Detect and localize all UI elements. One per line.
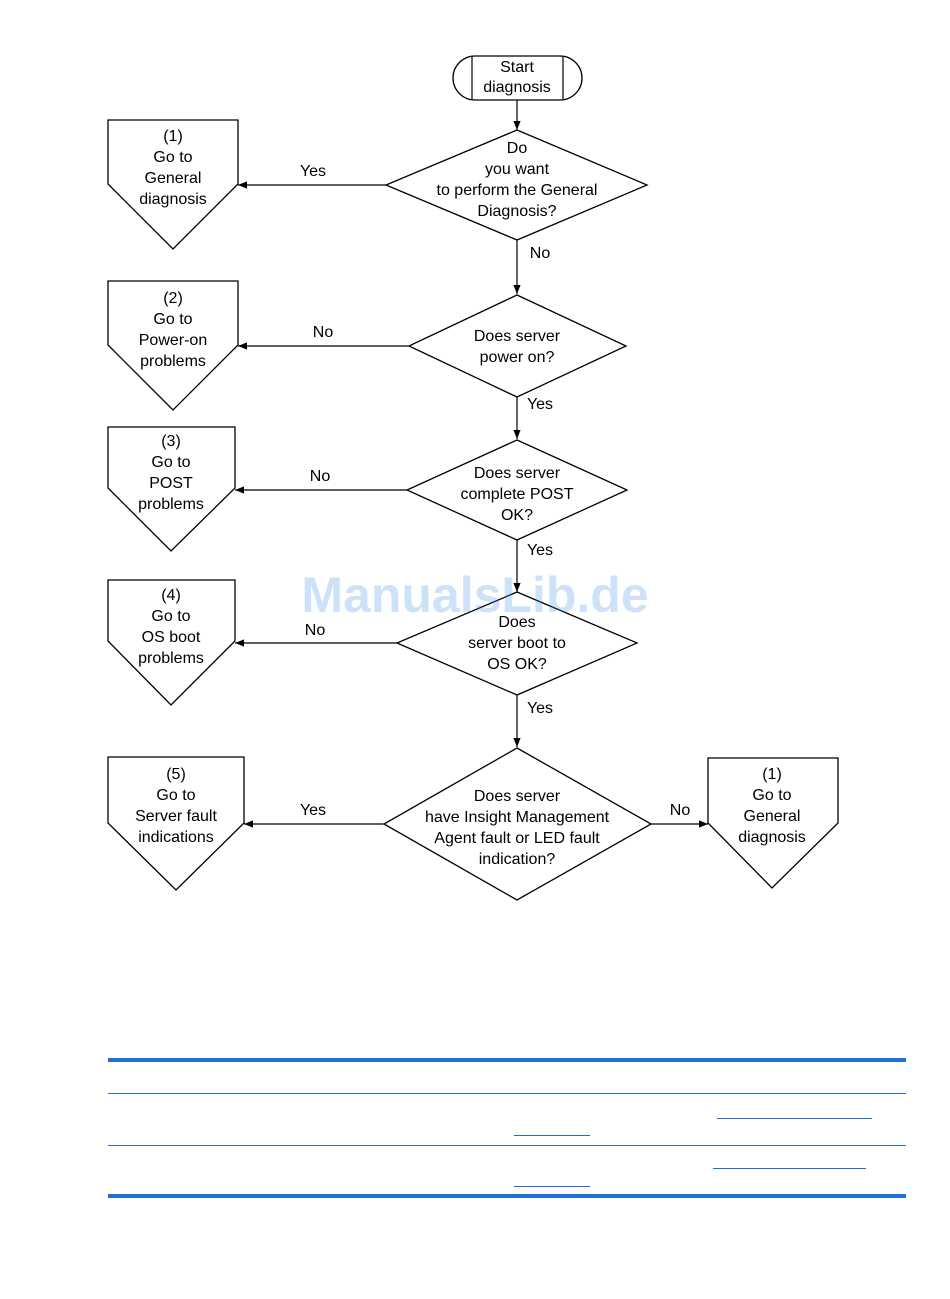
edge-label-d4-yes: Yes: [527, 700, 553, 717]
edge-labels: Yes No No Yes No Yes No Yes Yes No: [300, 163, 690, 819]
offpage-3-text: (3): [161, 433, 181, 450]
offpage-6-text: diagnosis: [738, 829, 806, 846]
offpage-1-text: General: [145, 170, 202, 187]
table-row-rule: [108, 1145, 906, 1146]
offpage-1-general-diagnosis: (1) Go to General diagnosis: [107, 119, 239, 250]
decision-5-text: Does server: [474, 788, 561, 805]
decision-3-text: complete POST: [461, 486, 574, 503]
edge-label-d5-yes: Yes: [300, 802, 326, 819]
flowchart: Start diagnosis Do you want to perform t…: [107, 55, 839, 901]
decision-2: Does server power on?: [407, 294, 628, 398]
offpage-3-text: problems: [138, 496, 204, 513]
decision-1-text: you want: [485, 161, 550, 178]
start-terminator: Start diagnosis: [452, 55, 583, 101]
decision-3-text: OK?: [501, 507, 533, 524]
offpage-4-text: OS boot: [142, 629, 201, 646]
offpage-5-server-fault: (5) Go to Server fault indications: [107, 756, 245, 891]
edge-label-d5-no: No: [670, 802, 691, 819]
decision-1-text: Do: [507, 140, 528, 157]
decision-1-text: Diagnosis?: [477, 203, 556, 220]
offpage-3-text: Go to: [151, 454, 190, 471]
offpage-5-text: Server fault: [135, 808, 217, 825]
offpage-6-general-diagnosis: (1) Go to General diagnosis: [707, 757, 839, 889]
table-link-underline[interactable]: [717, 1118, 872, 1119]
connectors: [235, 100, 708, 828]
offpage-3-post: (3) Go to POST problems: [107, 426, 236, 552]
offpage-4-text: Go to: [151, 608, 190, 625]
start-label-line2: diagnosis: [483, 79, 551, 96]
decision-1: Do you want to perform the General Diagn…: [384, 129, 649, 241]
decision-4-text: server boot to: [468, 635, 566, 652]
decision-1-text: to perform the General: [437, 182, 598, 199]
table-bottom-rule: [108, 1194, 906, 1198]
decision-5: Does server have Insight Management Agen…: [382, 747, 653, 901]
decision-5-text: indication?: [479, 851, 556, 868]
decision-5-text: Agent fault or LED fault: [434, 830, 600, 847]
decision-2-text: Does server: [474, 328, 561, 345]
offpage-5-text: (5): [166, 766, 186, 783]
offpage-4-text: (4): [161, 587, 181, 604]
table-link-underline[interactable]: [514, 1186, 590, 1187]
decision-3: Does server complete POST OK?: [405, 439, 629, 541]
offpage-1-text: Go to: [153, 149, 192, 166]
offpage-1-text: diagnosis: [139, 191, 207, 208]
edge-label-d1-yes: Yes: [300, 163, 326, 180]
offpage-6-text: (1): [762, 766, 782, 783]
offpage-1-text: (1): [163, 128, 183, 145]
decision-4-text: Does: [498, 614, 535, 631]
edge-label-d1-no: No: [530, 245, 551, 262]
edge-label-d4-no: No: [305, 622, 326, 639]
offpage-4-os-boot: (4) Go to OS boot problems: [107, 579, 236, 706]
offpage-6-text: Go to: [752, 787, 791, 804]
offpage-2-text: problems: [140, 353, 206, 370]
decision-3-text: Does server: [474, 465, 561, 482]
offpage-3-text: POST: [149, 475, 193, 492]
edge-label-d3-no: No: [310, 468, 331, 485]
decision-4-text: OS OK?: [487, 656, 547, 673]
table-header-rule: [108, 1093, 906, 1094]
edge-label-d3-yes: Yes: [527, 542, 553, 559]
offpage-5-text: Go to: [156, 787, 195, 804]
decision-4: Does server boot to OS OK?: [395, 591, 639, 696]
offpage-2-text: (2): [163, 290, 183, 307]
table-link-underline[interactable]: [514, 1135, 590, 1136]
decision-2-text: power on?: [480, 349, 555, 366]
offpage-6-text: General: [744, 808, 801, 825]
decision-5-text: have Insight Management: [425, 809, 610, 826]
offpage-4-text: problems: [138, 650, 204, 667]
edge-label-d2-yes: Yes: [527, 396, 553, 413]
offpage-2-power-on: (2) Go to Power-on problems: [107, 280, 239, 411]
table-link-underline[interactable]: [713, 1168, 866, 1169]
start-label-line1: Start: [500, 59, 534, 76]
offpage-2-text: Power-on: [139, 332, 207, 349]
table-top-rule: [108, 1058, 906, 1062]
offpage-5-text: indications: [138, 829, 214, 846]
offpage-2-text: Go to: [153, 311, 192, 328]
edge-label-d2-no: No: [313, 324, 334, 341]
